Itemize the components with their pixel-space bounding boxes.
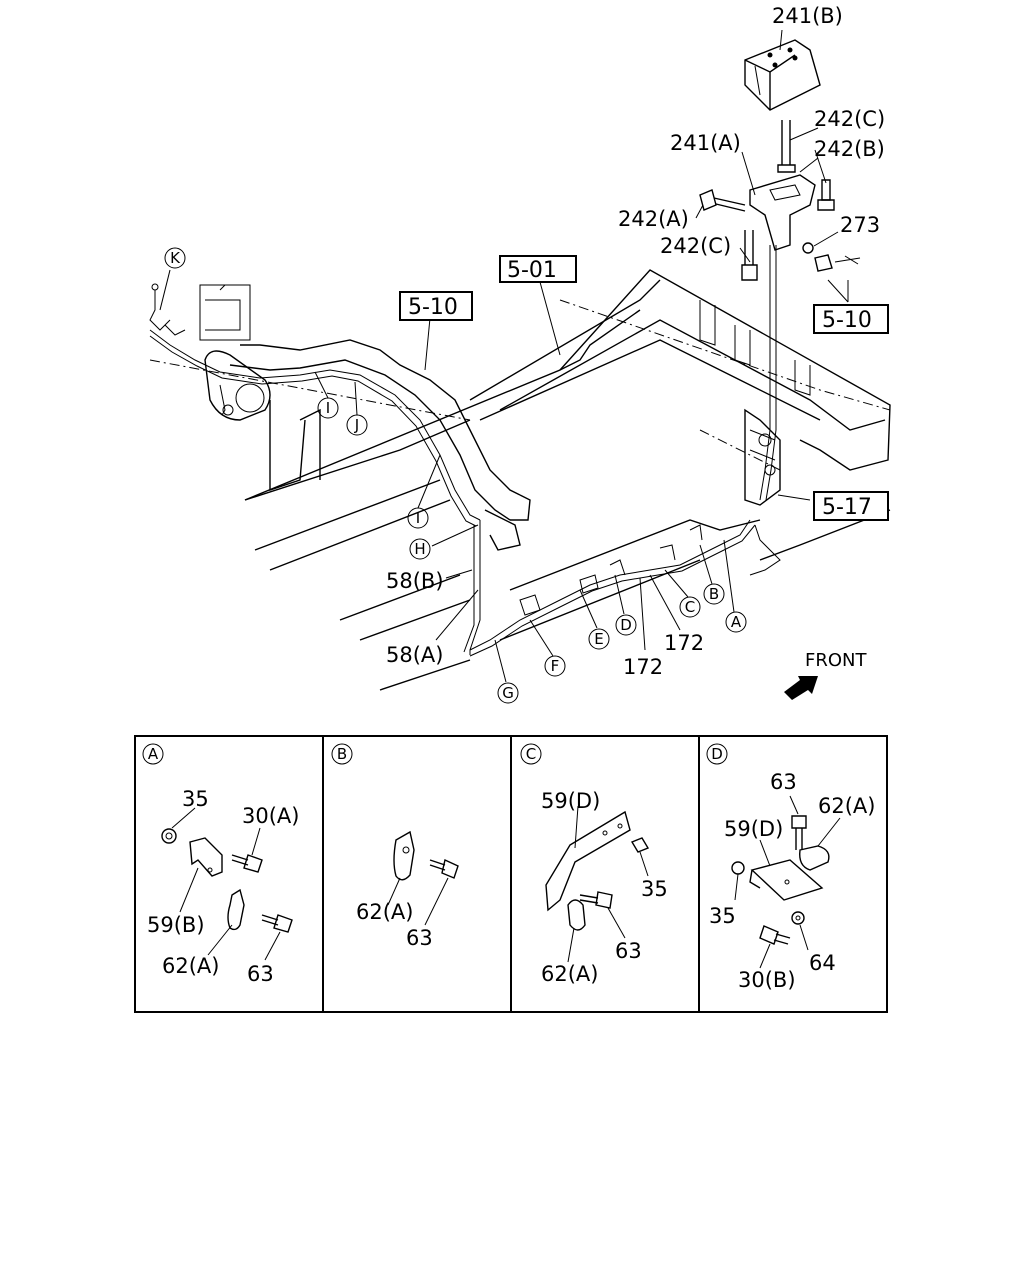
marker-letter: I [416, 509, 420, 527]
detail-key: D [711, 745, 723, 763]
detail-label: 63 [406, 926, 433, 950]
marker-H: H [409, 538, 431, 560]
callout-58a: 58(A) [386, 643, 443, 667]
marker-C: C [679, 596, 701, 618]
marker-I-lower: I [407, 507, 429, 529]
detail-D: D 63 62(A) 59(D) 35 64 30(B) [706, 743, 875, 992]
marker-letter: H [414, 540, 425, 558]
marker-letter: G [502, 684, 514, 702]
callout-172-left: 172 [623, 655, 663, 679]
ref-text: 5-17 [822, 495, 872, 520]
callout-242c-top: 242(C) [814, 107, 885, 131]
detail-key: B [337, 745, 347, 763]
front-label: FRONT [805, 650, 867, 671]
ref-box-5-01: 5-01 [499, 255, 577, 283]
marker-letter: E [594, 630, 603, 648]
detail-label: 35 [709, 904, 736, 928]
marker-G: G [497, 682, 519, 704]
marker-B: B [703, 583, 725, 605]
front-arrow-icon [784, 676, 818, 700]
detail-key: A [148, 745, 159, 763]
detail-label: 35 [182, 787, 209, 811]
chassis-frame-drawing [149, 269, 891, 691]
detail-label: 59(B) [147, 913, 205, 937]
marker-E: E [588, 628, 610, 650]
detail-C: C 59(D) 35 63 62(A) [520, 743, 668, 986]
detail-label: 35 [641, 877, 668, 901]
detail-label: 64 [809, 951, 836, 975]
marker-letter: B [709, 585, 719, 603]
detail-B: B 62(A) 63 [331, 743, 459, 950]
marker-letter: K [170, 249, 181, 267]
ref-box-5-10-left: 5-10 [399, 291, 473, 321]
callout-242c: 242(C) [660, 234, 731, 258]
marker-letter: I [326, 399, 330, 417]
ref-text: 5-10 [822, 308, 872, 333]
detail-label: 59(D) [541, 789, 600, 813]
detail-label: 62(A) [541, 962, 598, 986]
marker-letter: D [620, 616, 632, 634]
detail-label: 30(B) [738, 968, 796, 992]
ref-text: 5-10 [408, 295, 458, 320]
callout-273: 273 [840, 213, 880, 237]
detail-label: 62(A) [356, 900, 413, 924]
leader-lines [159, 29, 849, 683]
marker-K: K [164, 247, 186, 269]
marker-J: J [346, 414, 368, 436]
marker-D: D [615, 614, 637, 636]
detail-label: 62(A) [818, 794, 875, 818]
marker-letter: F [551, 657, 560, 675]
detail-A: A 35 30(A) 59(B) 62(A) 63 [142, 743, 299, 986]
front-indicator: FRONT [784, 650, 867, 700]
callout-242b: 242(B) [814, 137, 885, 161]
callout-58b: 58(B) [386, 569, 444, 593]
detail-label: 30(A) [242, 804, 299, 828]
detail-key: C [526, 745, 536, 763]
marker-F: F [544, 655, 566, 677]
marker-I-upper: I [317, 397, 339, 419]
callout-241a: 241(A) [670, 131, 741, 155]
ref-text: 5-01 [507, 258, 557, 283]
marker-letter: A [731, 613, 742, 631]
detail-label: 63 [247, 962, 274, 986]
marker-letter: C [685, 598, 695, 616]
detail-label: 62(A) [162, 954, 219, 978]
callout-242a: 242(A) [618, 207, 689, 231]
detail-label: 63 [615, 939, 642, 963]
detail-label: 63 [770, 770, 797, 794]
marker-letter: J [354, 416, 359, 434]
marker-A: A [725, 611, 747, 633]
ref-box-5-10-right: 5-10 [813, 304, 889, 334]
ref-box-5-17: 5-17 [813, 491, 889, 521]
callout-172-right: 172 [664, 631, 704, 655]
callout-labels: 241(B) 242(C) 242(B) 241(A) 242(A) 242(C… [386, 4, 885, 679]
detail-panels [134, 735, 888, 1013]
detail-label: 59(D) [724, 817, 783, 841]
callout-241b: 241(B) [772, 4, 843, 28]
